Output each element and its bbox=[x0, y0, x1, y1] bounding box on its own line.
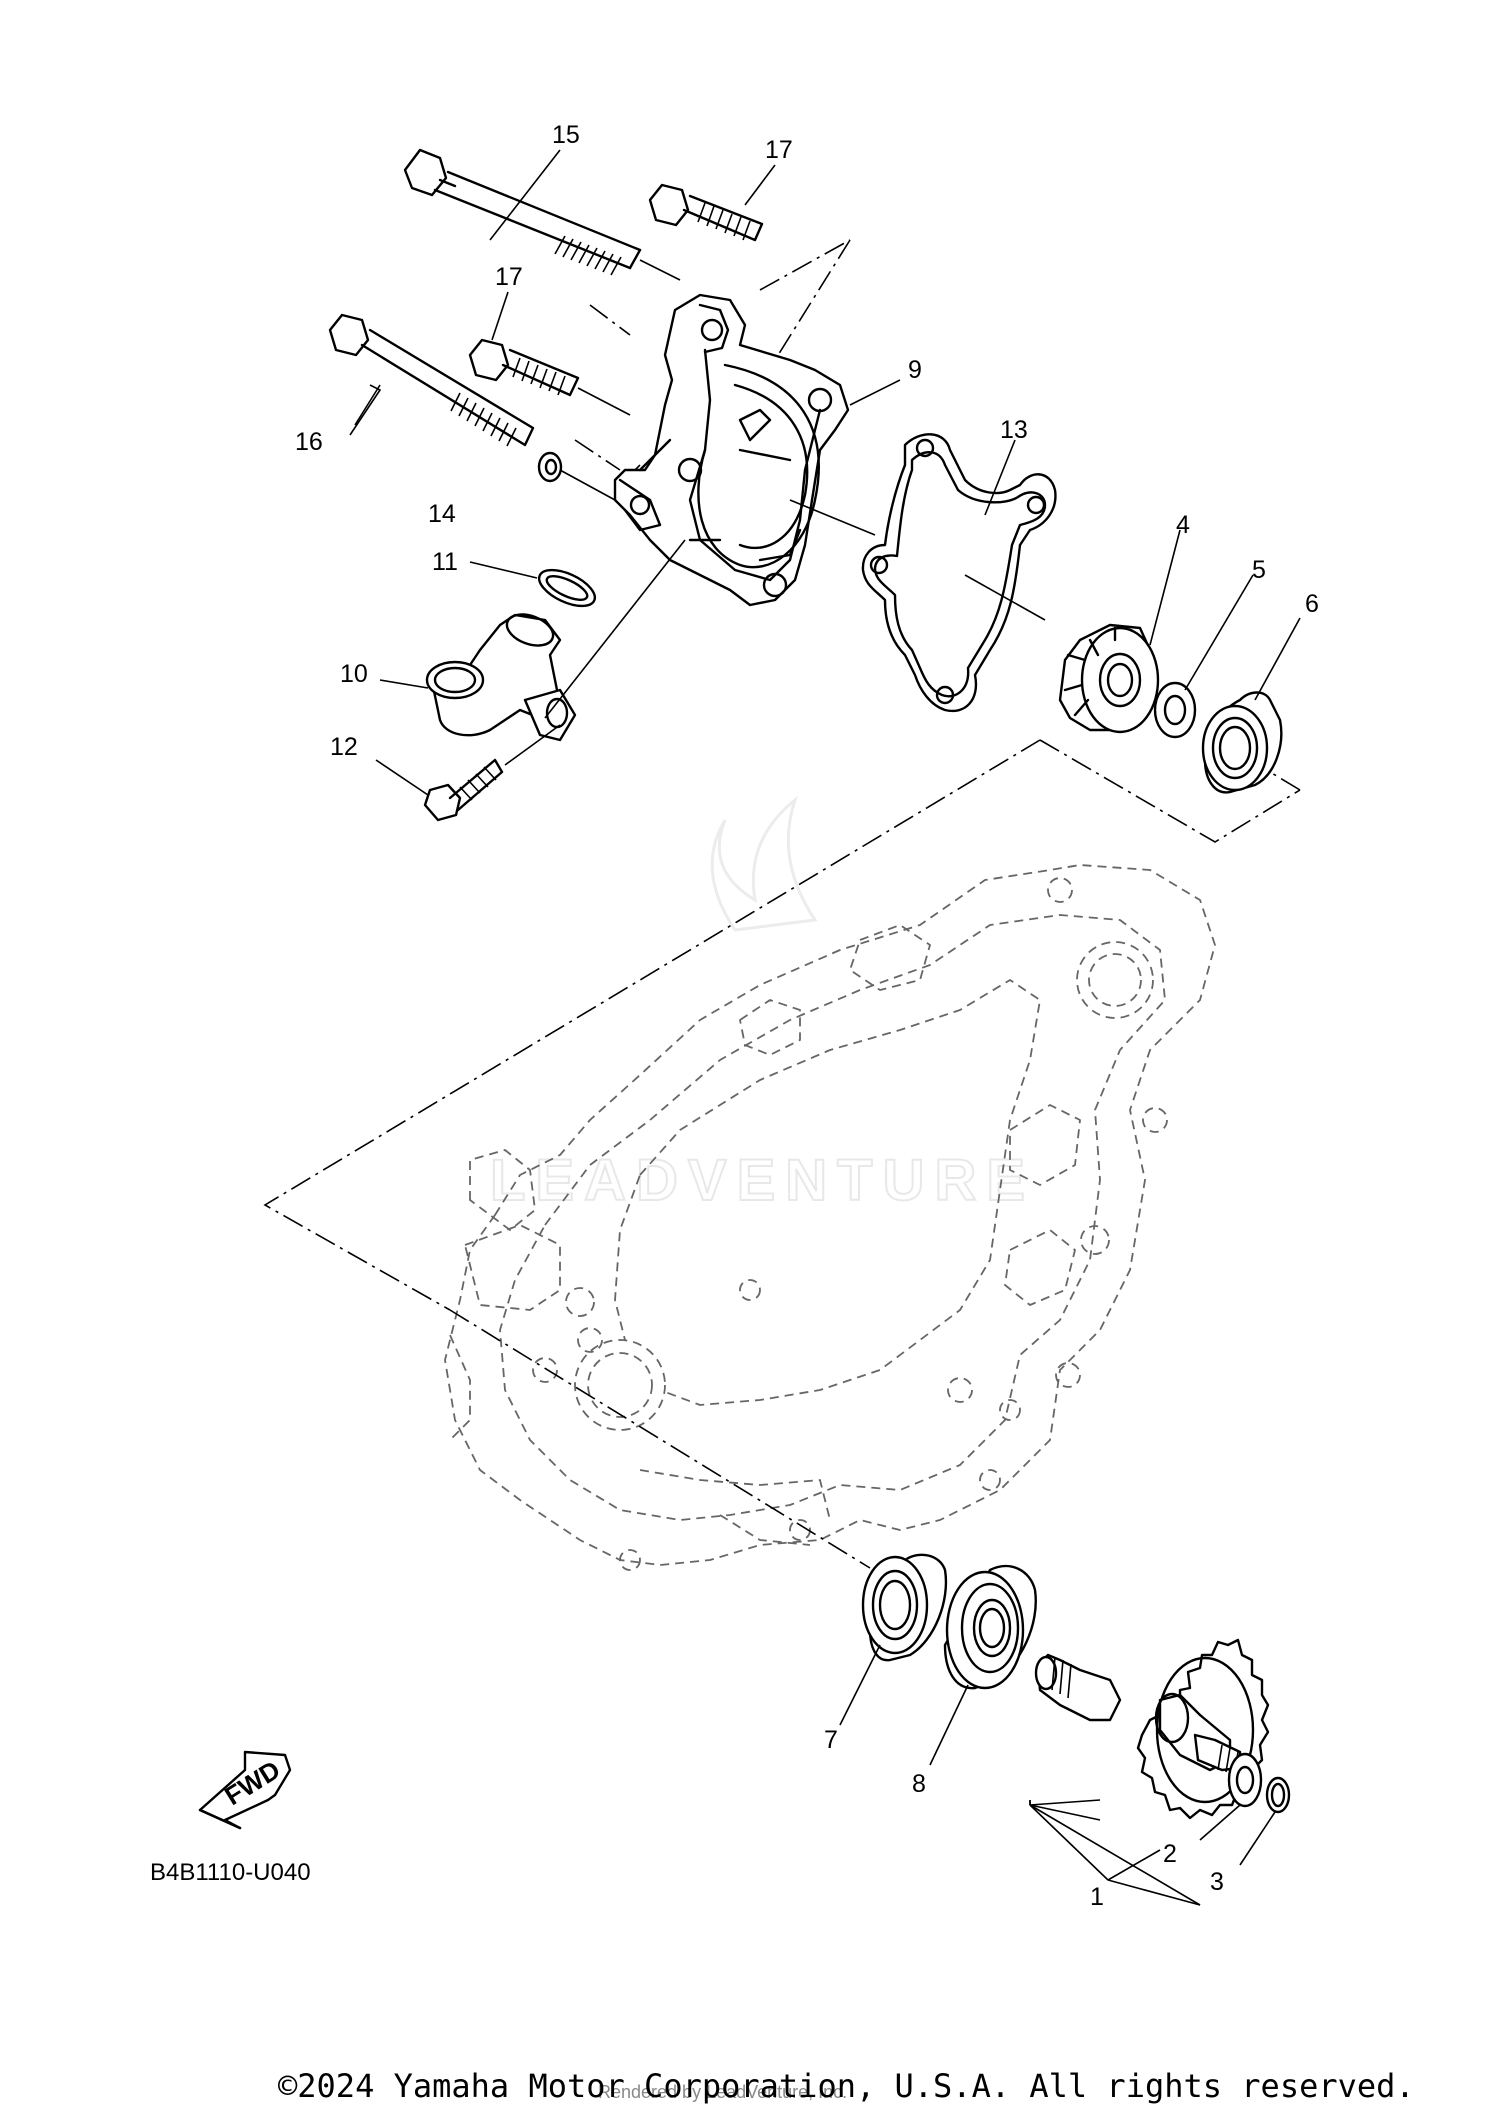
thread-15 bbox=[554, 235, 622, 276]
fwd-arrow-icon: FWD bbox=[198, 1750, 292, 1830]
callout-13: 13 bbox=[1000, 416, 1028, 444]
callout-10: 10 bbox=[340, 660, 368, 688]
callout-14: 14 bbox=[428, 500, 456, 528]
watermark-text: LEADVENTURE bbox=[490, 1148, 1035, 1213]
part-2-washer bbox=[1199, 1752, 1263, 1841]
callout-7: 7 bbox=[824, 1726, 838, 1754]
rendered-by: Rendered by LeadVenture, Inc. bbox=[598, 2082, 847, 2102]
part-7-oil-seal bbox=[839, 1553, 948, 1726]
callout-9: 9 bbox=[908, 356, 922, 384]
part-9-pump-housing bbox=[613, 293, 901, 607]
bracket-1 bbox=[1029, 1804, 1201, 1906]
callout-2: 2 bbox=[1163, 1840, 1177, 1868]
part-3-circlip bbox=[1239, 1776, 1291, 1866]
copyright: ©2024 Yamaha Motor Corporation, U.S.A. A… bbox=[278, 2067, 1415, 2105]
figure-id: B4B1110-U040 bbox=[150, 1859, 311, 1886]
callout-4: 4 bbox=[1176, 511, 1190, 539]
callout-11: 11 bbox=[432, 548, 458, 576]
part-11-o-ring bbox=[469, 561, 597, 608]
assembly-lines bbox=[263, 239, 1301, 1569]
label-leaders bbox=[349, 149, 776, 436]
callout-labels: 1 2 3 4 5 6 7 8 9 10 11 12 13 14 15 16 1… bbox=[295, 121, 1319, 1911]
part-10-elbow-pipe bbox=[379, 539, 686, 742]
callout-15: 15 bbox=[552, 121, 580, 149]
callout-1: 1 bbox=[1090, 1883, 1104, 1911]
callout-6: 6 bbox=[1305, 590, 1319, 618]
part-6-oil-seal bbox=[1201, 617, 1301, 794]
part-17-bolt-top bbox=[648, 183, 764, 242]
callout-17-mid: 17 bbox=[495, 263, 523, 291]
callout-8: 8 bbox=[912, 1770, 926, 1798]
part-16-long-bolt bbox=[328, 313, 535, 447]
callout-5: 5 bbox=[1252, 556, 1266, 584]
part-8-bearing bbox=[929, 1564, 1037, 1766]
part-12-bolt bbox=[375, 724, 561, 822]
part-5-washer bbox=[1153, 574, 1254, 739]
part-13-gasket bbox=[861, 433, 1057, 713]
callout-16: 16 bbox=[295, 428, 323, 456]
part-14-washer bbox=[537, 451, 616, 501]
part-4-impeller bbox=[1058, 529, 1181, 734]
part-15-long-bolt bbox=[403, 148, 681, 281]
callout-3: 3 bbox=[1210, 1868, 1224, 1896]
callout-17-top: 17 bbox=[765, 136, 793, 164]
watermark: LEADVENTURE bbox=[489, 795, 1035, 1214]
part-17-bolt-mid bbox=[468, 338, 631, 416]
callout-12: 12 bbox=[330, 733, 358, 761]
crankcase-outline bbox=[444, 864, 1216, 1571]
